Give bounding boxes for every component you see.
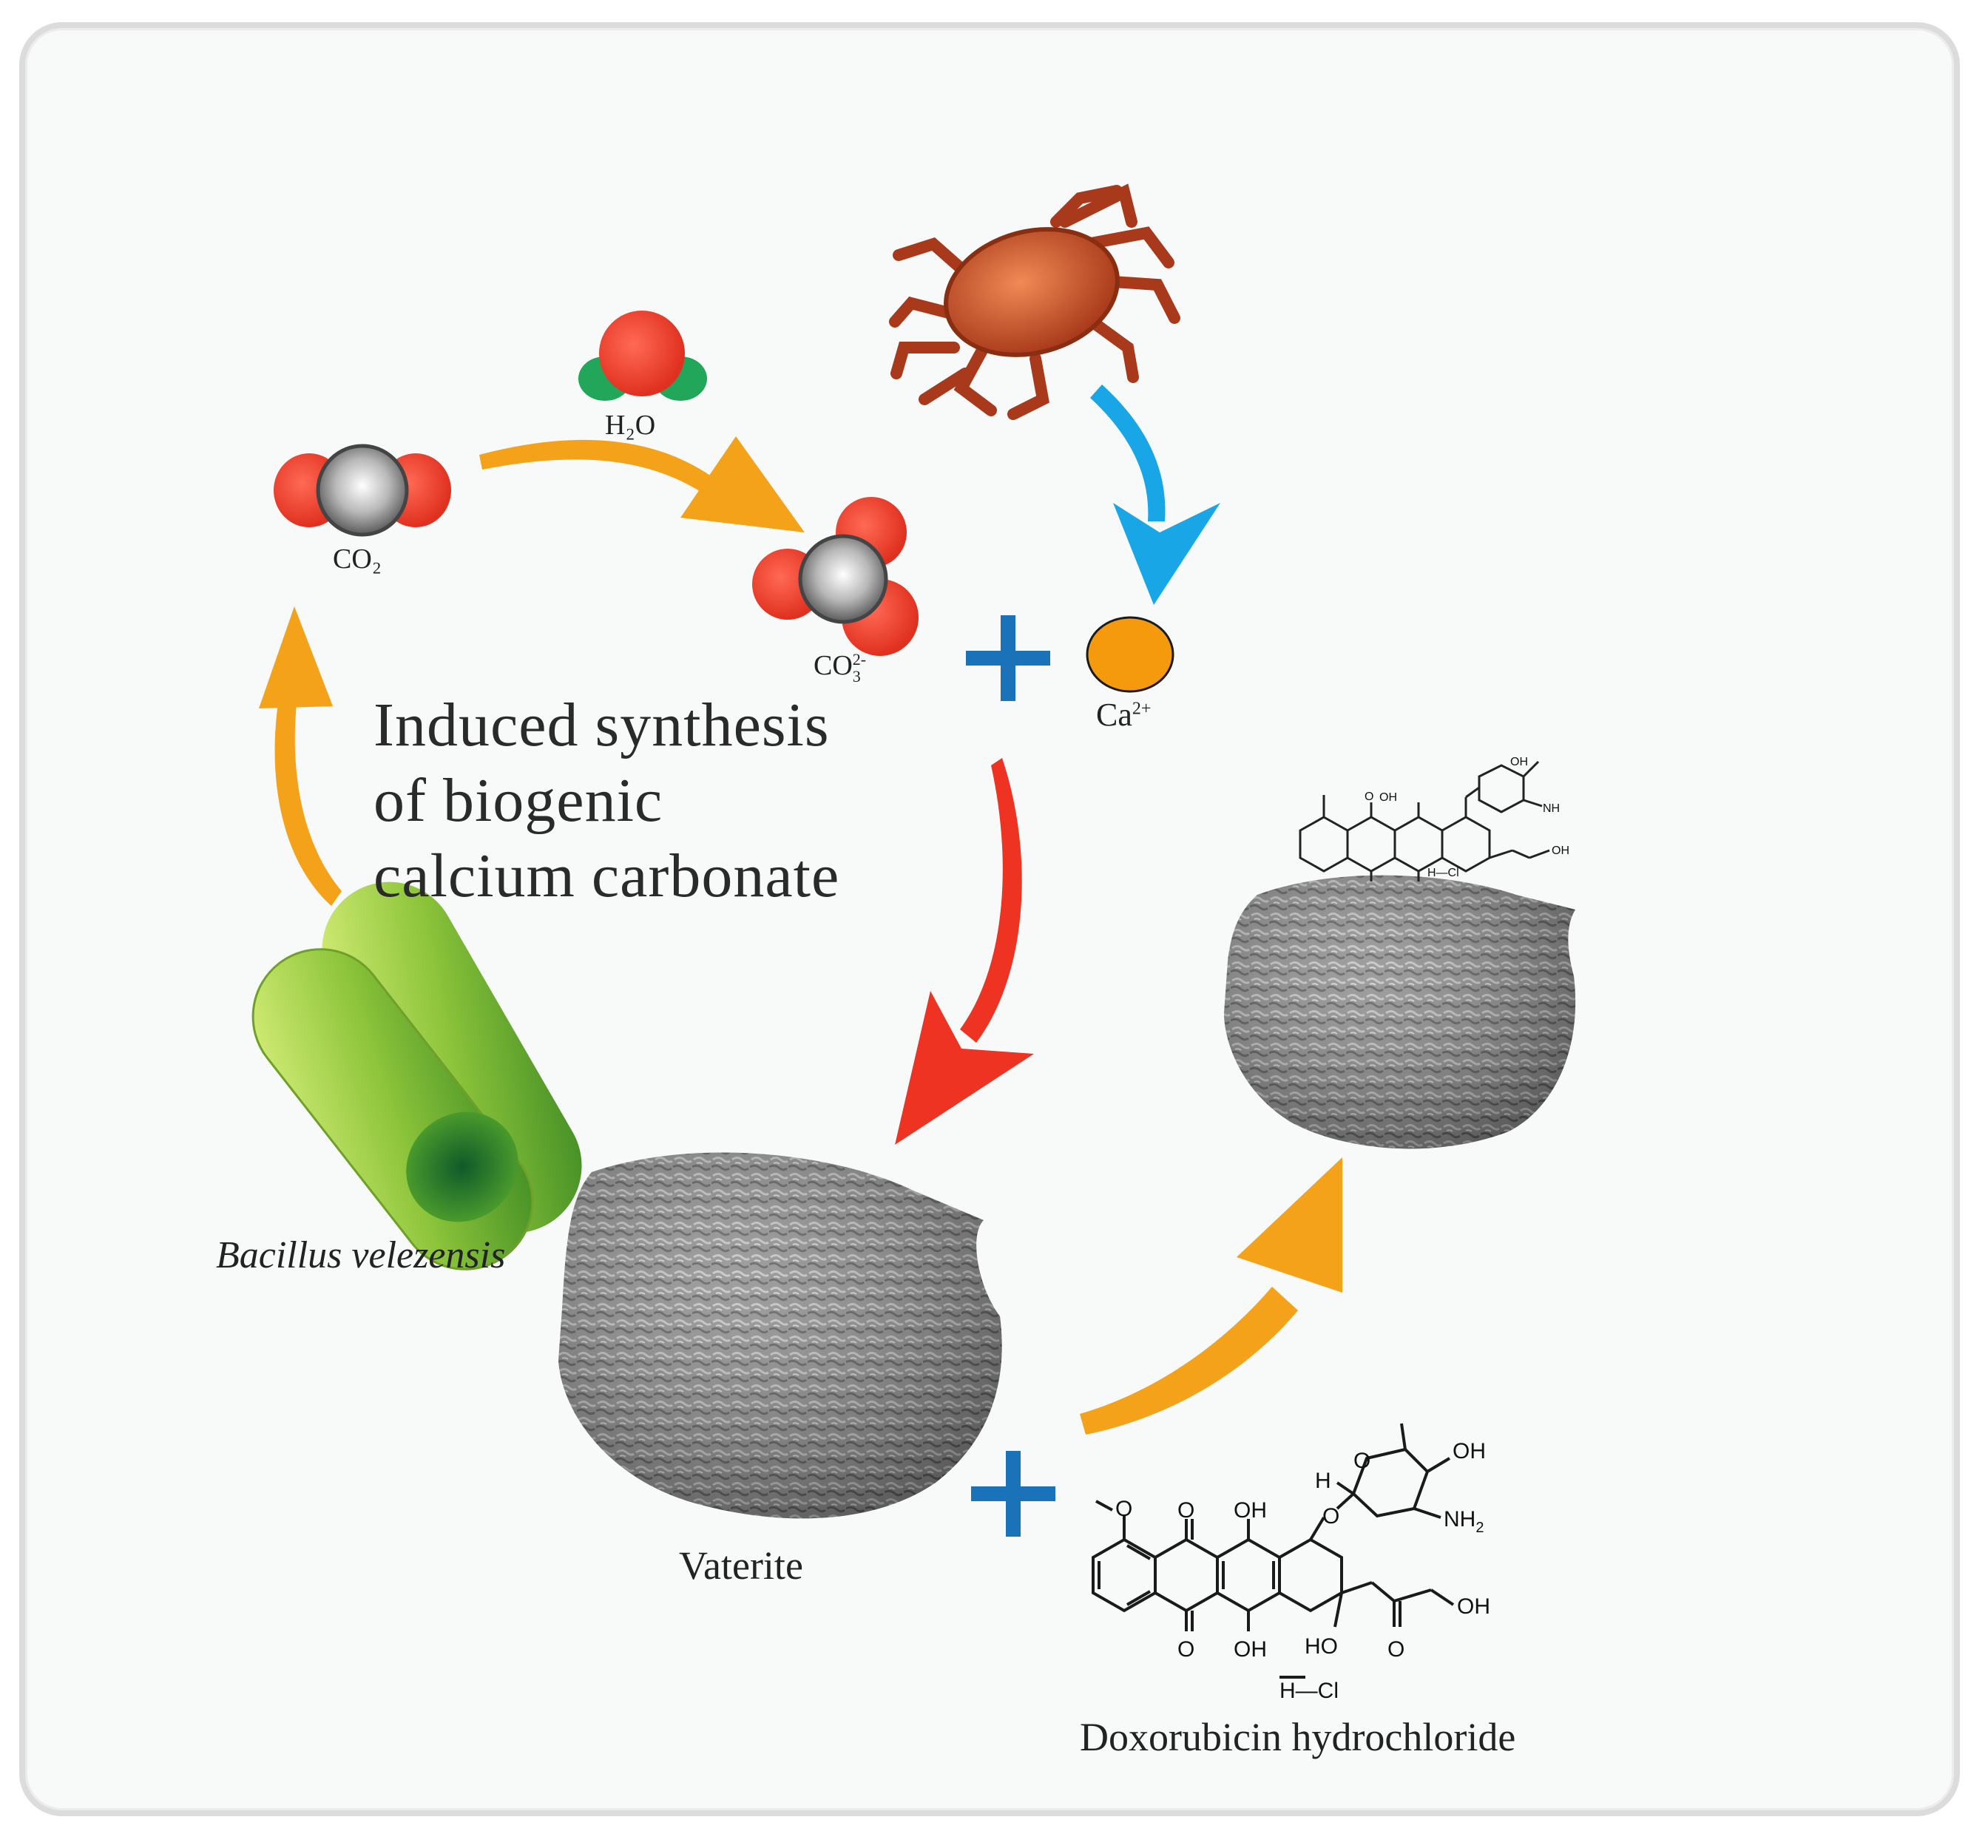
loaded-vaterite-particle xyxy=(1224,875,1576,1149)
oh-label-top: OH xyxy=(1234,1498,1267,1523)
sugar-nh2: NH2 xyxy=(1444,1507,1484,1536)
calcium-label: Ca2+ xyxy=(1096,699,1151,731)
sugar-ring-o: O xyxy=(1353,1449,1370,1473)
calcium-ion xyxy=(1086,616,1174,693)
hcl-label: H—Cl xyxy=(1279,1679,1339,1703)
arrow-co2-to-co3 xyxy=(479,436,805,532)
plus-sign-calcium xyxy=(966,615,1050,701)
bacterium-label: Bacillus velezensis xyxy=(216,1234,506,1276)
oh-label-bottom: OH xyxy=(1234,1637,1267,1662)
calcium-symbol: Ca xyxy=(1096,697,1132,733)
small-oh-3: OH xyxy=(1552,845,1569,857)
small-nh2: NH xyxy=(1543,802,1560,815)
ketone-o: O xyxy=(1387,1637,1404,1662)
doxorubicin-structure xyxy=(1092,1423,1455,1679)
carbonyl-o-top: O xyxy=(1177,1498,1194,1523)
arrow-vaterite-to-loaded xyxy=(1080,1157,1342,1435)
co2-molecule xyxy=(274,444,451,537)
doxorubicin-labels: O O OH OH O O O H OH NH2 HO O OH H—Cl xyxy=(1115,1439,1490,1703)
title-line-2: of biogenic xyxy=(373,766,663,835)
sugar-oh: OH xyxy=(1453,1439,1486,1463)
small-oh-1: OH xyxy=(1379,791,1397,804)
carbonate-label-text: CO xyxy=(814,649,853,681)
doxorubicin-structure-small xyxy=(1299,760,1550,881)
carbonyl-o-bottom: O xyxy=(1177,1637,1194,1662)
co2-label: CO₂ xyxy=(333,544,382,575)
arrow-bacteria-to-co2 xyxy=(259,606,342,906)
water-molecule xyxy=(578,311,707,401)
small-oh-2: OH xyxy=(1510,756,1528,768)
glycoside-o: O xyxy=(1322,1504,1339,1529)
small-hcl: H—Cl xyxy=(1427,867,1459,879)
side-chain-oh: OH xyxy=(1457,1594,1490,1619)
vaterite-label: Vaterite xyxy=(679,1543,803,1588)
sugar-h: H xyxy=(1315,1469,1331,1493)
title-line-3: calcium carbonate xyxy=(373,842,840,910)
carbonate-charge: 2- xyxy=(852,650,867,669)
arrow-reaction-to-vaterite xyxy=(895,758,1034,1145)
arrow-crab-to-calcium xyxy=(1090,385,1220,605)
bacterium-image xyxy=(251,881,582,1270)
calcium-charge: 2+ xyxy=(1132,699,1152,719)
ho-label: HO xyxy=(1305,1634,1338,1659)
methoxy-o: O xyxy=(1115,1497,1132,1521)
h2o-label: H₂O xyxy=(605,410,656,441)
carbonate-molecule xyxy=(752,497,919,656)
diagram-title: Induced synthesis of biogenic calcium ca… xyxy=(373,688,839,914)
carbonate-subscript: 3 xyxy=(852,667,861,686)
title-line-1: Induced synthesis xyxy=(373,691,830,759)
doxorubicin-label: Doxorubicin hydrochloride xyxy=(1080,1715,1516,1759)
plus-sign-drug xyxy=(971,1451,1055,1537)
doxorubicin-small-labels: OH OH NH OH H—Cl O xyxy=(1365,756,1569,879)
vaterite-particle xyxy=(558,1152,1002,1519)
small-o-1: O xyxy=(1365,791,1373,803)
crab-image xyxy=(889,183,1180,420)
